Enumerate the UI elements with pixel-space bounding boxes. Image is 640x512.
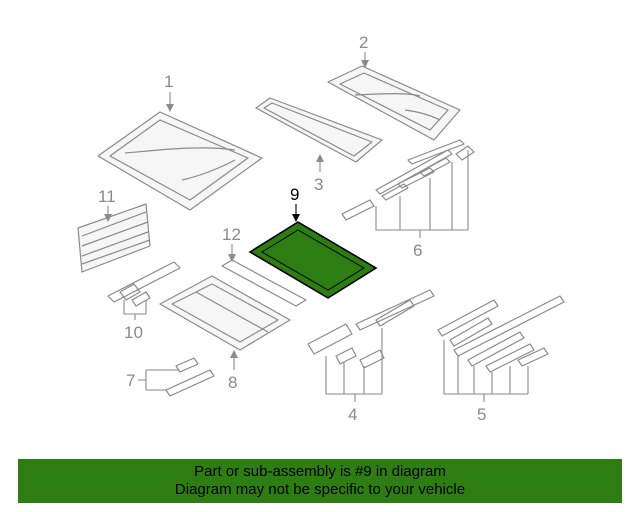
callout-1: 1 [164,72,173,91]
part-10-mechanism [107,261,181,307]
callout-2: 2 [359,33,368,52]
part-12-strip [221,259,307,307]
part-6-rails [341,139,475,221]
callout-8: 8 [228,373,237,392]
callout-9: 9 [290,185,299,204]
part-3-shade [255,97,383,163]
callout-7: 7 [126,371,135,390]
callout-6: 6 [413,241,422,260]
part-1-glass-panel [97,111,263,211]
part-2-rear-panel [327,65,461,141]
part-8-sunshade [159,275,291,351]
callout-5: 5 [477,405,486,424]
callout-3: 3 [314,175,323,194]
part-9-frame-highlighted [248,221,378,299]
callout-4: 4 [348,405,357,424]
callout-10: 10 [124,323,143,342]
parts-diagram: 1 2 3 6 11 9 [77,33,565,424]
banner-line-2: Diagram may not be specific to your vehi… [174,481,466,498]
part-4-trim [307,289,435,369]
part-7-brackets [165,357,215,397]
info-banner: Part or sub-assembly is #9 in diagram Di… [18,459,622,503]
banner-line-1: Part or sub-assembly is #9 in diagram [194,463,446,480]
part-5-rails [437,295,565,373]
part-11-bracket [77,203,151,273]
callout-12: 12 [222,225,241,244]
callout-11: 11 [98,187,116,206]
